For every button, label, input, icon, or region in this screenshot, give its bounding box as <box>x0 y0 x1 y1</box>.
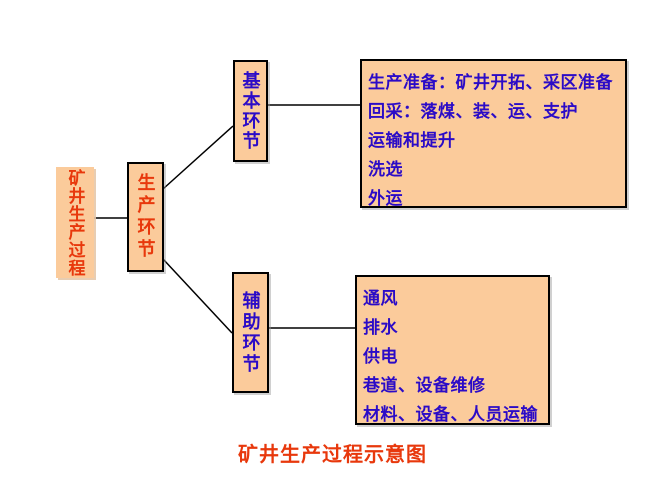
list-item: 巷道、设备维修 <box>363 376 486 395</box>
list-item: 洗选 <box>368 160 403 179</box>
list-item: 排水 <box>363 318 398 337</box>
node-auxiliary-links: 辅助环节 <box>232 272 269 393</box>
list-item: 回采：落煤、装、运、支护 <box>368 102 578 121</box>
diagram-caption: 矿井生产过程示意图 <box>238 444 427 466</box>
list-item: 材料、设备、人员运输 <box>363 405 538 424</box>
node-mine-production-process: 矿井生产过程 <box>56 167 94 278</box>
basic-links-detail-box: 生产准备：矿井开拓、采区准备 回采：落煤、装、运、支护 运输和提升 洗选 外运 <box>360 59 627 208</box>
node-basic-links: 基本环节 <box>233 60 268 162</box>
node-label: 辅助环节 <box>240 290 261 375</box>
list-item: 外运 <box>368 189 403 208</box>
node-label: 生产环节 <box>135 173 156 261</box>
list-item: 生产准备：矿井开拓、采区准备 <box>368 73 613 92</box>
node-label: 矿井生产过程 <box>65 168 85 277</box>
node-label: 基本环节 <box>240 71 261 151</box>
connector-hub-aux <box>162 258 233 334</box>
connector-hub-basic <box>162 125 234 190</box>
list-item: 运输和提升 <box>368 131 456 150</box>
auxiliary-links-detail-box: 通风 排水 供电 巷道、设备维修 材料、设备、人员运输 <box>355 275 550 425</box>
list-item: 供电 <box>363 347 398 366</box>
node-production-links: 生产环节 <box>127 162 164 272</box>
list-item: 通风 <box>363 289 398 308</box>
